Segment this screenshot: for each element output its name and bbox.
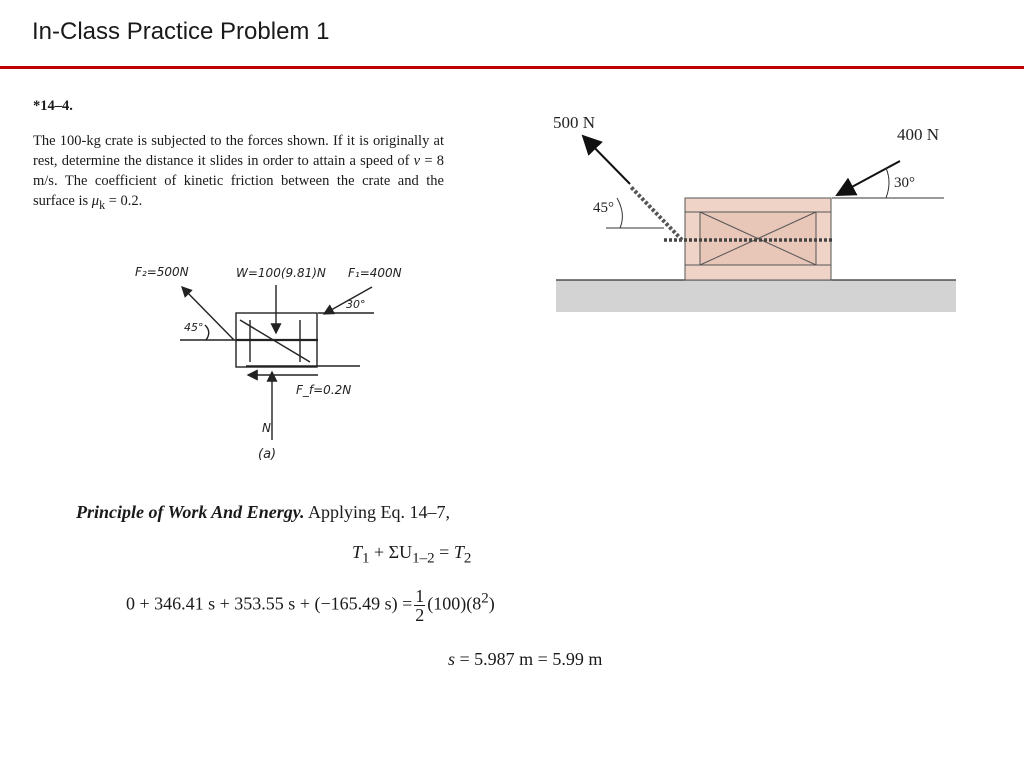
fbd-f2-label: F₂=500N: [135, 265, 189, 279]
equation-result: s = 5.987 m = 5.99 m: [448, 649, 603, 669]
problem-statement: The 100-kg crate is subjected to the for…: [33, 133, 444, 212]
slide-title: In-Class Practice Problem 1: [32, 18, 330, 45]
free-body-diagram: F₂=500N W=100(9.81)N F₁=400N 30° 45° F_f…: [135, 265, 402, 462]
label-45deg: 45°: [593, 200, 614, 216]
ground: [556, 280, 956, 312]
force-500n-arrow: [581, 134, 631, 185]
fbd-w-label: W=100(9.81)N: [236, 266, 326, 280]
crate-figure: 500 N 400 N 45° 30°: [553, 113, 956, 312]
fbd-45-label: 45°: [184, 321, 204, 334]
fbd-n-label: N: [262, 421, 271, 435]
force-400n-arrow: [835, 160, 901, 196]
title-rule: [0, 66, 1024, 69]
fbd-caption: (a): [258, 447, 276, 462]
fbd-force-500n: [181, 286, 235, 341]
fbd-30-label: 30°: [346, 298, 366, 311]
label-30deg: 30°: [894, 175, 915, 191]
label-400n: 400 N: [897, 125, 939, 144]
equation-work-energy: T1 + ΣU1–2 = T2: [352, 542, 472, 567]
fbd-ff-label: F_f=0.2N: [296, 383, 351, 397]
solution-heading: Principle of Work And Energy. Applying E…: [76, 502, 451, 522]
fbd-f1-label: F₁=400N: [348, 266, 402, 280]
label-500n: 500 N: [553, 113, 595, 132]
equation-substituted: 0 + 346.41 s + 353.55 s + (−165.49 s) =1…: [126, 586, 495, 625]
fbd-force-400n: [322, 286, 373, 315]
problem-number: *14–4.: [33, 98, 73, 114]
